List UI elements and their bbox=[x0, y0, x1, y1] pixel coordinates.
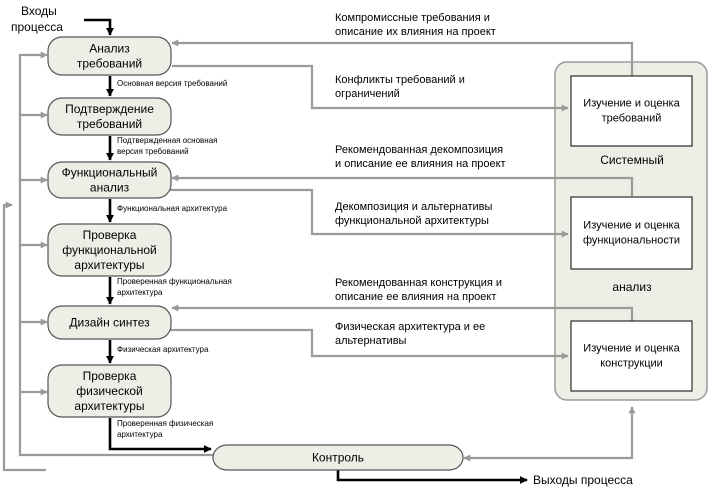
flow-label-validated-baseline: Подтвержденная основная версия требований bbox=[117, 136, 218, 156]
flow-label-line: архитектура bbox=[117, 288, 163, 297]
analysis-box-label-line: Изучение и оценка bbox=[583, 97, 680, 109]
process-box-shape bbox=[212, 444, 464, 471]
inputs-label-line: Входы bbox=[21, 4, 57, 18]
systems-analysis-title-bottom: анализ bbox=[612, 280, 652, 294]
analysis-box-label-line: Изучение и оценка bbox=[583, 219, 680, 231]
note-line: Конфликты требований и bbox=[335, 74, 465, 86]
analysis-box-label-line: функциональности bbox=[583, 234, 680, 246]
note-recommended-design: Рекомендованная конструкция и описание ее… bbox=[335, 277, 502, 303]
outputs-label: Выходы процесса bbox=[533, 473, 633, 487]
analysis-box-label-line: Изучение и оценка bbox=[583, 342, 680, 354]
process-box-shape bbox=[47, 364, 172, 418]
process-box-label-line: Анализ bbox=[89, 42, 130, 56]
flow-label-line: Проверенная физическая bbox=[117, 419, 213, 428]
note-line: Рекомендованная конструкция и bbox=[335, 277, 502, 289]
process-box-shape bbox=[47, 223, 172, 277]
feedback-connectors bbox=[2, 39, 636, 472]
inputs-label-line: процесса bbox=[11, 20, 63, 34]
flow-label-line: Основная версия требований bbox=[117, 79, 227, 88]
systems-analysis-title-top: Системный bbox=[600, 153, 664, 167]
process-box-label-line: требований bbox=[77, 117, 142, 131]
analysis-box-requirements-study: Изучение и оценка требований bbox=[570, 75, 693, 147]
flow-label-physical-architecture: Физическая архитектура bbox=[117, 345, 209, 354]
analysis-box-shape bbox=[570, 75, 693, 147]
process-box-shape bbox=[47, 36, 172, 76]
process-box-label-line: требований bbox=[77, 57, 142, 71]
note-physical-alternatives: Физическая архитектура и ее альтернативы bbox=[335, 321, 485, 347]
process-box-shape bbox=[47, 97, 172, 136]
process-box-label-line: анализ bbox=[90, 181, 130, 195]
analysis-box-label: Изучение и оценка конструкции bbox=[583, 342, 680, 369]
analysis-box-label-line: требований bbox=[602, 112, 662, 124]
flow-label-line: версия требований bbox=[117, 147, 189, 156]
process-box-label-line: архитектуры bbox=[74, 399, 144, 413]
flow-label-baseline-requirements: Основная версия требований bbox=[117, 79, 227, 88]
process-box-label: Контроль bbox=[312, 451, 364, 465]
flow-label-line: Функциональная архитектура bbox=[117, 204, 228, 213]
process-box-design-synthesis: Дизайн синтез bbox=[47, 305, 172, 340]
process-box-label-line: Проверка bbox=[83, 369, 137, 383]
analysis-box-label: Изучение и оценка функциональности bbox=[583, 219, 681, 246]
analysis-box-design-study: Изучение и оценка конструкции bbox=[570, 320, 693, 392]
process-box-label-line: Функциональный bbox=[62, 166, 158, 180]
main-flow-connectors bbox=[84, 18, 528, 484]
flow-label-line: архитектура bbox=[117, 430, 163, 439]
process-box-label-line: Проверка bbox=[83, 228, 137, 242]
analysis-box-shape bbox=[570, 320, 693, 392]
analysis-box-label: Изучение и оценка требований bbox=[583, 97, 680, 124]
flow-label-line: Проверенная функциональная bbox=[117, 277, 232, 286]
process-box-shape bbox=[47, 305, 172, 340]
process-box-control: Контроль bbox=[212, 444, 464, 471]
note-line: функциональной архитектуры bbox=[335, 215, 489, 227]
process-box-label-line: функциональной bbox=[62, 243, 156, 257]
note-line: Компромиссные требования и bbox=[335, 12, 490, 24]
feedback-notes: Компромиссные требования и описание их вл… bbox=[335, 12, 506, 347]
note-line: Физическая архитектура и ее bbox=[335, 321, 485, 333]
process-box-label-line: физической bbox=[76, 384, 142, 398]
flow-label-line: Подтвержденная основная bbox=[117, 136, 218, 145]
flow-label-functional-architecture: Функциональная архитектура bbox=[117, 204, 228, 213]
process-box-label-line: Подтверждение bbox=[65, 102, 154, 116]
note-line: альтернативы bbox=[335, 335, 407, 347]
note-requirement-conflicts: Конфликты требований и ограничений bbox=[335, 74, 465, 100]
flow-labels: Основная версия требованийПодтвержденная… bbox=[117, 79, 232, 439]
process-box-label-line: Дизайн синтез bbox=[69, 316, 150, 330]
analysis-box-shape bbox=[570, 196, 693, 270]
process-box-label-line: архитектуры bbox=[74, 258, 144, 272]
process-box-shape bbox=[47, 161, 172, 199]
flow-label-verified-functional: Проверенная функциональная архитектура bbox=[117, 277, 232, 297]
note-tradeoff-requirements: Компромиссные требования и описание их вл… bbox=[335, 12, 496, 38]
note-line: ограничений bbox=[335, 88, 400, 100]
note-line: и описание ее влияния на проект bbox=[335, 158, 506, 170]
note-line: Рекомендованная декомпозиция bbox=[335, 144, 503, 156]
process-box-label: Дизайн синтез bbox=[69, 316, 150, 330]
analysis-box-functionality-study: Изучение и оценка функциональности bbox=[570, 196, 693, 270]
note-line: Декомпозиция и альтернативы bbox=[335, 201, 493, 213]
note-recommended-decomposition: Рекомендованная декомпозиция и описание е… bbox=[335, 144, 506, 170]
analysis-box-label-line: конструкции bbox=[600, 357, 663, 369]
note-line: описание их влияния на проект bbox=[335, 26, 496, 38]
note-line: описание ее влияния на проект bbox=[335, 291, 496, 303]
flow-label-line: Физическая архитектура bbox=[117, 345, 209, 354]
note-decomposition-alternatives: Декомпозиция и альтернативы функционально… bbox=[335, 201, 493, 227]
flow-label-verified-physical: Проверенная физическая архитектура bbox=[117, 419, 213, 439]
process-box-label-line: Контроль bbox=[312, 451, 364, 465]
inputs-label: Входы процесса bbox=[11, 4, 63, 34]
